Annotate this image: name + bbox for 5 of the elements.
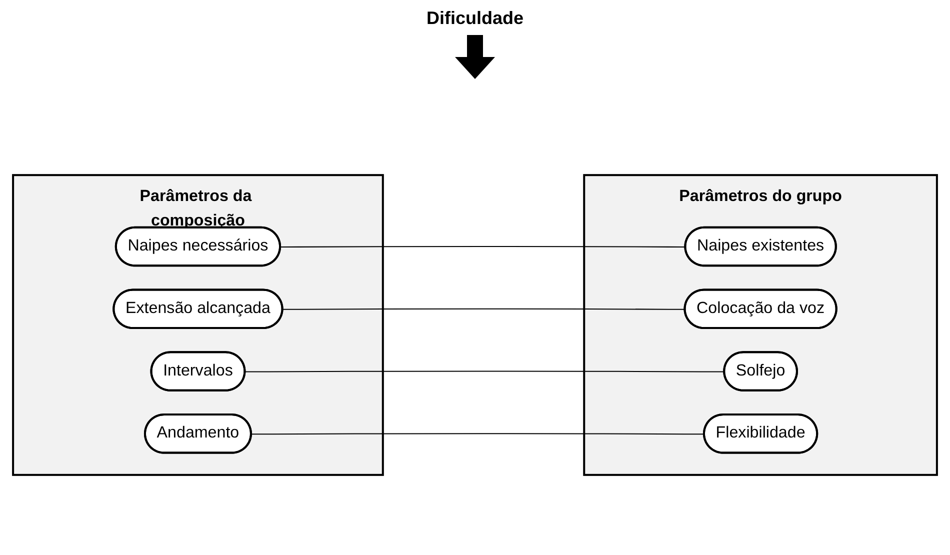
connector xyxy=(280,246,686,248)
connector xyxy=(251,433,704,435)
connector xyxy=(245,370,725,372)
connector xyxy=(282,308,686,310)
axis-label: Dificuldade xyxy=(426,8,524,29)
